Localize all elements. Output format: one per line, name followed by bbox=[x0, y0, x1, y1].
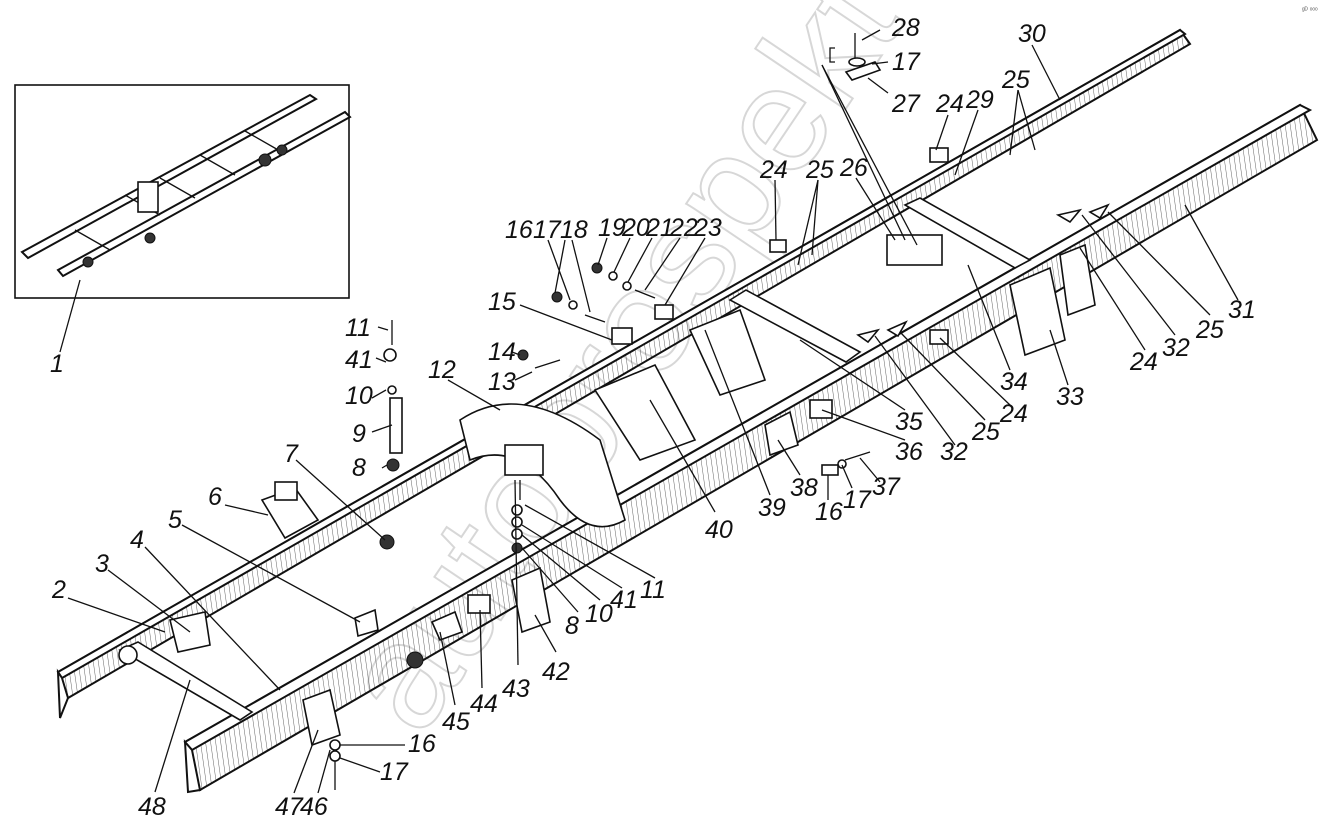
label-10-lower: 10 bbox=[585, 600, 613, 628]
label-48: 48 bbox=[138, 793, 166, 821]
label-29: 29 bbox=[965, 86, 994, 114]
label-42: 42 bbox=[542, 658, 570, 686]
label-28: 28 bbox=[891, 14, 920, 42]
cross-members bbox=[118, 197, 1032, 721]
label-25-d: 25 bbox=[971, 418, 1000, 446]
leader-lines bbox=[59, 29, 1239, 794]
label-8-lower: 8 bbox=[565, 612, 579, 640]
label-7: 7 bbox=[284, 440, 299, 468]
label-41-upper: 41 bbox=[345, 346, 373, 374]
label-17-c: 17 bbox=[843, 486, 872, 514]
label-18: 18 bbox=[560, 216, 588, 244]
label-43: 43 bbox=[502, 675, 530, 703]
label-31: 31 bbox=[1228, 296, 1256, 324]
label-11-upper: 11 bbox=[345, 314, 371, 342]
label-24-b: 24 bbox=[935, 90, 964, 118]
label-38: 38 bbox=[790, 474, 818, 502]
label-46: 46 bbox=[300, 793, 328, 821]
label-15: 15 bbox=[488, 288, 516, 316]
label-26: 26 bbox=[839, 154, 868, 182]
label-1: 1 bbox=[50, 350, 64, 378]
label-24-d: 24 bbox=[999, 400, 1028, 428]
label-16-top: 16 bbox=[505, 216, 533, 244]
label-37: 37 bbox=[872, 473, 901, 501]
label-30: 30 bbox=[1018, 20, 1046, 48]
label-35: 35 bbox=[895, 408, 923, 436]
label-34: 34 bbox=[1000, 368, 1028, 396]
label-40: 40 bbox=[705, 516, 733, 544]
label-45: 45 bbox=[442, 708, 470, 736]
callout-labels: 1 2 3 4 5 6 7 8 9 10 41 11 12 13 14 15 1… bbox=[50, 14, 1256, 821]
label-33: 33 bbox=[1056, 383, 1084, 411]
label-17-b: 17 bbox=[892, 48, 921, 76]
label-4: 4 bbox=[130, 526, 144, 554]
label-25-b: 25 bbox=[1001, 66, 1030, 94]
label-32-b: 32 bbox=[940, 438, 968, 466]
label-8-upper: 8 bbox=[352, 454, 366, 482]
label-14: 14 bbox=[488, 338, 516, 366]
label-25-c: 25 bbox=[1195, 316, 1224, 344]
inset-overview bbox=[14, 84, 352, 299]
label-47: 47 bbox=[275, 793, 304, 821]
label-22: 22 bbox=[669, 214, 698, 242]
label-16-b: 16 bbox=[815, 498, 843, 526]
label-39: 39 bbox=[758, 494, 786, 522]
label-16-c: 16 bbox=[408, 730, 436, 758]
label-19: 19 bbox=[598, 214, 626, 242]
brackets-and-hardware bbox=[169, 33, 1110, 790]
label-13: 13 bbox=[488, 368, 516, 396]
label-17-d: 17 bbox=[380, 758, 409, 786]
label-23: 23 bbox=[693, 214, 722, 242]
label-17-top: 17 bbox=[533, 216, 562, 244]
label-9: 9 bbox=[352, 420, 366, 448]
label-27: 27 bbox=[891, 90, 921, 118]
label-44: 44 bbox=[470, 690, 498, 718]
label-21: 21 bbox=[645, 214, 674, 242]
label-24-c: 24 bbox=[1129, 348, 1158, 376]
corner-mark: ᵍᴰ ᵒᵒᵒ bbox=[1302, 7, 1318, 14]
label-32-a: 32 bbox=[1162, 334, 1190, 362]
label-11-lower: 11 bbox=[640, 576, 666, 604]
label-25-a: 25 bbox=[805, 156, 834, 184]
label-36: 36 bbox=[895, 438, 923, 466]
label-10-upper: 10 bbox=[345, 382, 373, 410]
label-24-a: 24 bbox=[759, 156, 788, 184]
label-5: 5 bbox=[168, 506, 182, 534]
label-41-lower: 41 bbox=[610, 586, 638, 614]
label-12: 12 bbox=[428, 356, 456, 384]
label-3: 3 bbox=[95, 550, 109, 578]
left-side-member bbox=[56, 28, 1192, 719]
label-20: 20 bbox=[621, 214, 650, 242]
label-6: 6 bbox=[208, 483, 222, 511]
label-2: 2 bbox=[51, 576, 66, 604]
